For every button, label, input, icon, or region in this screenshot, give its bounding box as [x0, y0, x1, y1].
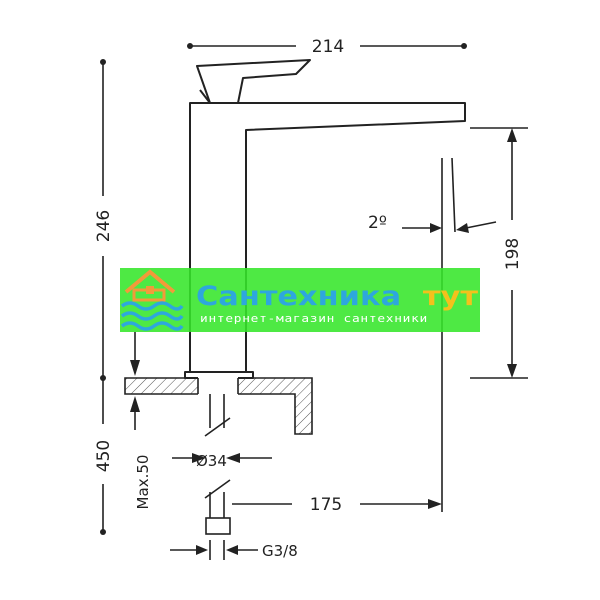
- dim-width: [187, 43, 467, 49]
- dim-thread-label: G3/8: [262, 542, 298, 560]
- dim-hose: [100, 378, 106, 535]
- dim-width-label: 214: [312, 37, 344, 57]
- dim-max-counter: [130, 332, 140, 430]
- dim-thread: [170, 540, 258, 560]
- dim-angle-label: 2º: [368, 213, 387, 233]
- watermark-subtitle: интернет-магазин сантехники: [200, 313, 428, 325]
- countertop-section: [124, 377, 313, 435]
- dim-reach: [232, 158, 443, 512]
- dim-hose-label: 450: [94, 440, 114, 472]
- dim-height: [100, 59, 106, 381]
- thread-connector: [205, 517, 231, 535]
- watermark-title-part1: Сантехника: [196, 281, 401, 312]
- dim-max-counter-label: Max.50: [134, 455, 152, 510]
- watermark-title: Сантехника тут: [196, 281, 478, 312]
- dim-height-label: 246: [94, 210, 114, 242]
- dim-reach-label: 175: [310, 495, 342, 515]
- watermark-title-part2: тут: [423, 281, 478, 312]
- faucet-handle: [196, 59, 311, 104]
- watermark-banner: [120, 268, 480, 332]
- dim-spout-height-label: 198: [503, 238, 523, 270]
- supply-hoses: [204, 394, 231, 535]
- dim-diameter: [172, 453, 272, 463]
- dim-angle: [402, 157, 497, 233]
- dim-diameter-label: Ø34: [196, 452, 227, 470]
- house-waves-icon: [120, 269, 184, 331]
- dim-spout-height: [470, 127, 528, 379]
